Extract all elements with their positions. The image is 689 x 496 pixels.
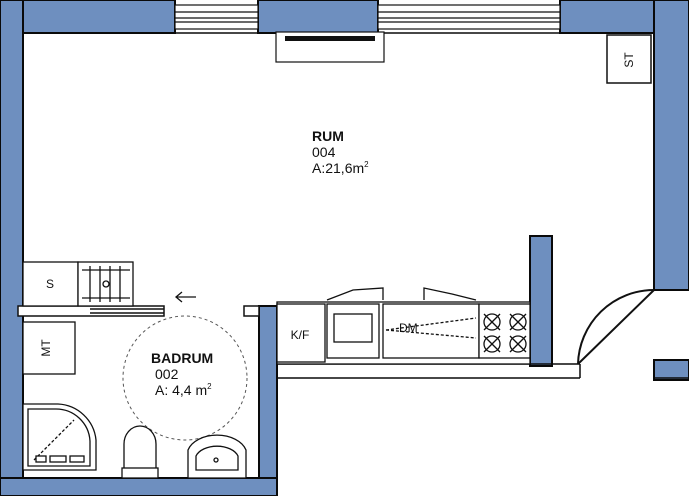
wall-right [653, 0, 689, 291]
kitchen-counter: K/F DM [276, 287, 531, 365]
room-label-badrum: BADRUM 002 A: 4,4 m2 [151, 350, 213, 398]
shelf-label: S [46, 277, 54, 291]
storage-label: ST [622, 52, 636, 68]
room-area: A: 4,4 m2 [155, 382, 212, 399]
sink [187, 434, 247, 479]
wall-bath-right [258, 305, 278, 496]
wall-top-middle [257, 0, 379, 34]
room-number: 002 [155, 366, 179, 383]
wall-bottom-left [0, 477, 278, 496]
storage-cabinet: ST [606, 34, 652, 84]
wall-kitchen-pillar [529, 235, 553, 367]
fridge-freezer-label: K/F [291, 328, 310, 342]
washer: MT [22, 321, 76, 375]
room-name: BADRUM [151, 350, 214, 366]
wall-right-lower [653, 359, 689, 381]
turning-circle [122, 315, 248, 441]
fridge-freezer [276, 303, 326, 363]
room-number: 004 [312, 144, 336, 161]
window-right [377, 4, 561, 30]
radiator [275, 31, 385, 63]
wall-left [0, 0, 24, 496]
toilet [121, 425, 159, 479]
room-area: A:21,6m2 [312, 160, 369, 177]
washer-label: MT [39, 339, 53, 357]
shower [22, 403, 97, 471]
room-name: RUM [312, 128, 344, 144]
arrow-left-icon [174, 291, 196, 303]
wall-top-left [0, 0, 176, 34]
shelf-unit: S [22, 261, 134, 307]
window-left [174, 4, 259, 30]
entrance-door [577, 289, 655, 365]
partition-wall [17, 305, 260, 317]
room-label-rum: RUM 004 A:21,6m2 [312, 128, 369, 176]
